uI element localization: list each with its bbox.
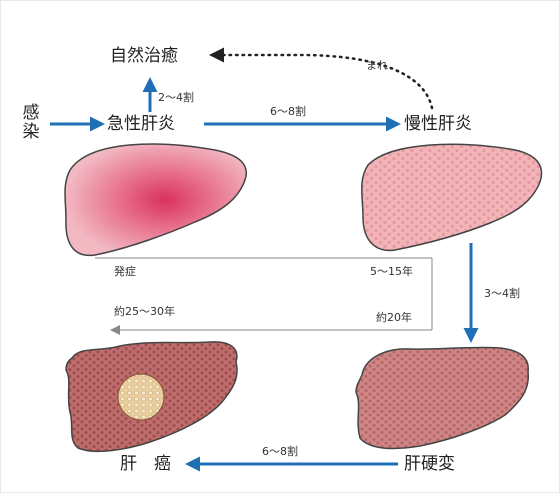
- label-chronic-to-cirrhosis-rate: 3〜4割: [484, 287, 520, 300]
- label-chronic-hepatitis: 慢性肝炎: [404, 114, 472, 134]
- label-onset: 発症: [114, 265, 136, 278]
- arrow-chronic-to-cure: [209, 47, 434, 110]
- label-acute-hepatitis: 急性肝炎: [107, 114, 175, 134]
- liver-cirrhosis: [355, 346, 529, 450]
- liver-chronic: [361, 143, 543, 252]
- label-cirrhosis-to-cancer-rate: 6〜8割: [262, 445, 298, 458]
- timeline-arrowhead: [110, 325, 120, 335]
- label-chronic-to-cure-rate: まれ: [366, 59, 388, 72]
- tumor: [117, 373, 165, 421]
- label-acute-to-cure-rate: 2〜4割: [158, 91, 194, 104]
- label-acute-to-chronic-rate: 6〜8割: [270, 105, 306, 118]
- label-liver-cancer: 肝 癌: [120, 454, 171, 474]
- label-onset-years: 5〜15年: [370, 265, 413, 278]
- label-cirrhosis: 肝硬変: [404, 454, 455, 474]
- liver-acute: [64, 143, 247, 257]
- label-infection: 感染: [22, 103, 40, 142]
- label-natural-cure: 自然治癒: [110, 46, 178, 66]
- label-cancer-years: 約25〜30年: [114, 305, 175, 318]
- label-cirrhosis-years: 約20年: [376, 311, 412, 324]
